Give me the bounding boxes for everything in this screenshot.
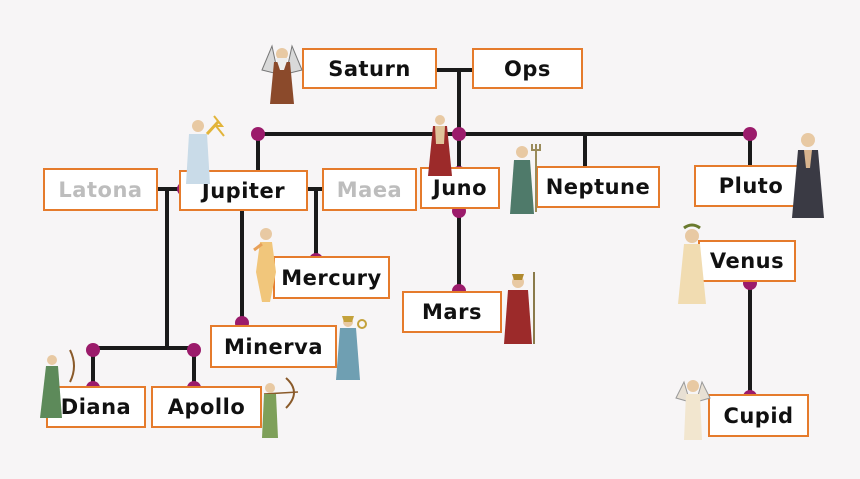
latona-box: Latona	[43, 168, 158, 211]
cupid-box: Cupid	[708, 394, 809, 437]
apollo-box: Apollo	[151, 386, 262, 428]
mercury-figure	[253, 228, 276, 302]
diana-box: Diana	[46, 386, 146, 428]
diana-branch-dot	[86, 343, 100, 357]
minerva-label: Minerva	[223, 334, 323, 359]
apollo-branch-dot	[187, 343, 201, 357]
diana-figure	[40, 349, 75, 418]
juno-figure	[428, 115, 452, 176]
latona-label: Latona	[58, 177, 143, 202]
cupid-label: Cupid	[723, 403, 794, 428]
jupiter-branch-dot	[251, 127, 265, 141]
neptune-box: Neptune	[536, 166, 660, 208]
maea-box: Maea	[322, 168, 417, 211]
mercury-box: Mercury	[273, 256, 390, 299]
venus-figure	[678, 223, 706, 304]
saturn-box: Saturn	[302, 48, 437, 89]
saturn-label: Saturn	[328, 56, 411, 81]
neptune-figure	[510, 144, 541, 214]
mars-box: Mars	[402, 291, 502, 333]
ops-box: Ops	[472, 48, 583, 89]
maea-label: Maea	[336, 177, 403, 202]
pluto-label: Pluto	[718, 174, 784, 198]
center-branch-dot	[452, 127, 466, 141]
mars-label: Mars	[422, 300, 482, 324]
cupid-figure	[675, 380, 711, 440]
saturn-figure	[261, 44, 303, 104]
apollo-label: Apollo	[167, 395, 246, 419]
minerva-box: Minerva	[210, 325, 337, 368]
juno-label: Juno	[432, 176, 488, 200]
ops-label: Ops	[504, 56, 551, 81]
apollo-figure	[262, 377, 299, 438]
diana-label: Diana	[60, 395, 132, 419]
neptune-label: Neptune	[545, 175, 651, 199]
mercury-label: Mercury	[281, 265, 382, 290]
pluto-figure	[792, 133, 824, 218]
pluto-box: Pluto	[694, 165, 808, 207]
jupiter-figure	[186, 115, 225, 184]
minerva-figure	[336, 316, 367, 380]
venus-label: Venus	[709, 249, 785, 273]
pluto-branch-dot	[743, 127, 757, 141]
mars-figure	[504, 272, 535, 344]
jupiter-label: Jupiter	[201, 178, 286, 203]
venus-box: Venus	[698, 240, 796, 282]
